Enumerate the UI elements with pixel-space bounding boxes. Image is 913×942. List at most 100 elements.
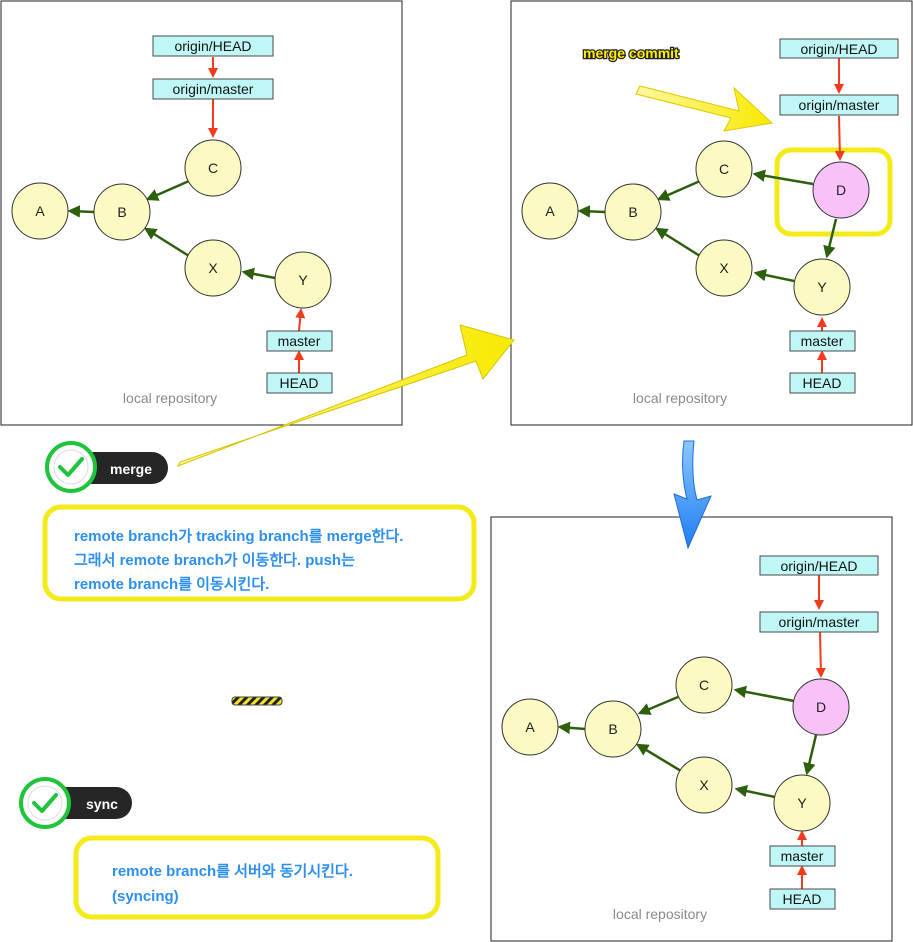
commit-node-x: X: [184, 239, 242, 297]
panel-after-merge: A B C D X Y origin/HEAD origin/ma: [510, 0, 913, 426]
ref-origin-head: origin/HEAD: [779, 38, 899, 59]
ref-label-master: master: [801, 333, 844, 349]
ref-label-head: HEAD: [783, 891, 822, 907]
commit-label-a: A: [525, 719, 535, 735]
commit-node-y: Y: [274, 251, 332, 309]
ref-origin-head: origin/HEAD: [759, 555, 879, 576]
sync-badge-label: sync: [86, 796, 118, 812]
edge-x-to-b: [143, 227, 190, 258]
commit-node-d: D: [812, 161, 870, 219]
commit-label-y: Y: [817, 279, 827, 295]
ref-label-origin-head: origin/HEAD: [174, 38, 251, 54]
commit-label-y: Y: [797, 795, 807, 811]
commit-label-c: C: [208, 160, 218, 176]
edge-y-to-x: [734, 784, 776, 799]
merge-badge-label: merge: [110, 461, 152, 477]
callout-arrow-icon: [635, 85, 774, 132]
commit-label-b: B: [117, 204, 126, 220]
edge-c-to-b: [145, 179, 190, 201]
ref-label-head: HEAD: [280, 375, 319, 391]
panel-before-merge: A B C X Y origin/HEAD origin/master: [0, 0, 403, 426]
ref-head: HEAD: [266, 372, 333, 394]
sync-note-line-2: (syncing): [112, 888, 179, 905]
edge-d-to-y: [823, 218, 838, 259]
panel-after-sync: A B C D X Y origin/HEAD origin/ma: [490, 516, 893, 942]
ref-origin-master: origin/master: [779, 94, 899, 116]
caution-stripe-icon: [231, 696, 283, 706]
ref-label-master: master: [781, 848, 824, 864]
commit-node-x: X: [675, 756, 733, 814]
commit-label-x: X: [699, 777, 709, 793]
blue-down-arrow-icon: [673, 440, 712, 550]
commit-node-b: B: [584, 700, 642, 758]
commit-node-a: A: [501, 698, 559, 756]
ref-origin-head: origin/HEAD: [152, 35, 274, 57]
merge-badge: merge: [45, 441, 168, 493]
edge-c-to-b: [637, 695, 679, 715]
commit-label-y: Y: [298, 272, 308, 288]
edge-originmaster-to-d: [815, 631, 826, 678]
panel-caption: local repository: [123, 390, 217, 406]
commit-node-y: Y: [773, 774, 831, 832]
edge-x-to-b: [654, 227, 701, 258]
ref-origin-master: origin/master: [152, 78, 274, 100]
commit-node-b: B: [604, 183, 662, 241]
ref-head: HEAD: [789, 372, 856, 394]
commit-label-c: C: [699, 677, 709, 693]
merge-note-line-2: 그래서 remote branch가 이동한다. push는: [74, 552, 355, 569]
commit-node-c: C: [675, 656, 733, 714]
commit-label-x: X: [719, 260, 729, 276]
commit-node-b: B: [93, 183, 151, 241]
yellow-arrow-icon: [176, 324, 515, 467]
commit-node-d: D: [792, 678, 850, 736]
ref-label-head: HEAD: [803, 375, 842, 391]
commit-label-c: C: [719, 161, 729, 177]
sync-badge: sync: [19, 777, 132, 829]
ref-label-origin-head: origin/HEAD: [800, 41, 877, 57]
commit-label-d: D: [836, 182, 846, 198]
commit-label-a: A: [545, 203, 555, 219]
ref-master: master: [266, 330, 333, 352]
ref-master: master: [789, 330, 856, 352]
edge-master-to-y: [295, 308, 306, 332]
sync-note: remote branch를 서버와 동기시킨다. (syncing): [73, 835, 441, 920]
commit-node-x: X: [695, 239, 753, 297]
commit-node-a: A: [521, 182, 579, 240]
ref-head: HEAD: [769, 888, 836, 910]
commit-label-x: X: [208, 260, 218, 276]
sync-note-line-1: remote branch를 서버와 동기시킨다.: [112, 862, 353, 880]
edge-b-to-a: [67, 205, 95, 218]
edge-d-to-y: [803, 734, 818, 776]
merge-note: remote branch가 tracking branch를 merge한다.…: [42, 504, 477, 602]
ref-label-origin-master: origin/master: [779, 614, 860, 630]
ref-label-origin-master: origin/master: [173, 81, 254, 97]
panel-caption: local repository: [613, 906, 707, 922]
commit-label-a: A: [35, 203, 45, 219]
edge-b-to-a: [577, 205, 606, 218]
commit-label-b: B: [608, 721, 617, 737]
commit-node-c: C: [184, 139, 242, 197]
ref-label-origin-head: origin/HEAD: [780, 558, 857, 574]
edge-b-to-a: [557, 721, 586, 735]
commit-node-y: Y: [793, 258, 851, 316]
edge-y-to-x: [753, 268, 795, 283]
commit-node-c: C: [695, 140, 753, 198]
ref-label-master: master: [278, 333, 321, 349]
panel-caption: local repository: [633, 390, 727, 406]
ref-label-origin-master: origin/master: [799, 97, 880, 113]
commit-label-b: B: [628, 204, 637, 220]
commit-node-a: A: [11, 182, 69, 240]
edge-x-to-b: [635, 743, 682, 773]
edge-originmaster-to-d: [834, 115, 845, 161]
merge-commit-callout: merge commit: [583, 45, 679, 61]
commit-label-d: D: [816, 699, 826, 715]
ref-origin-master: origin/master: [759, 611, 879, 633]
ref-master: master: [769, 845, 836, 867]
merge-note-line-1: remote branch가 tracking branch를 merge한다.: [74, 528, 403, 545]
edge-c-to-b: [656, 179, 701, 201]
edge-d-to-c: [752, 169, 814, 186]
edge-y-to-x: [241, 267, 276, 281]
merge-note-line-3: remote branch를 이동시킨다.: [74, 575, 269, 593]
edge-d-to-c: [733, 685, 795, 703]
